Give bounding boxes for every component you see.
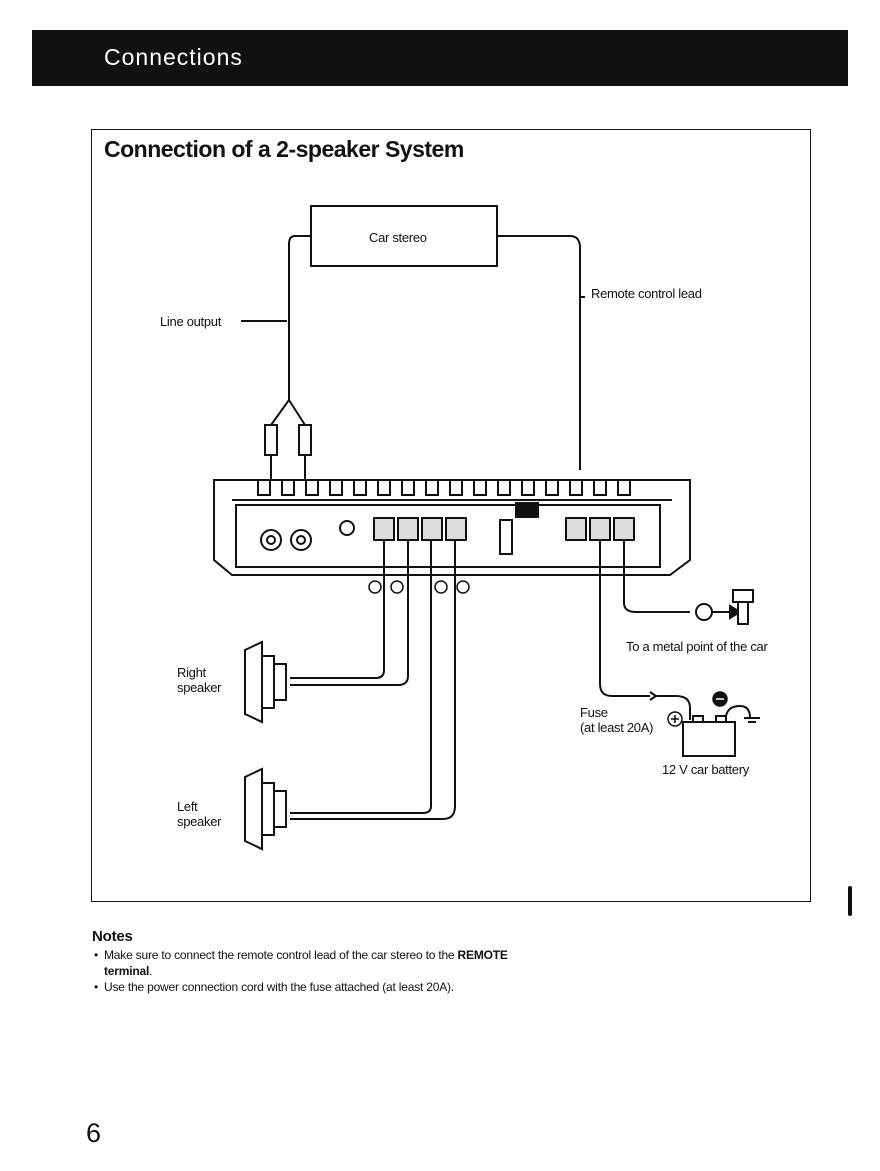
left-speaker-label: Left speaker <box>177 799 222 829</box>
note-item-1: Make sure to connect the remote control … <box>92 947 512 979</box>
power-wire <box>599 540 640 697</box>
left-speaker-wire <box>290 540 432 814</box>
diagram-frame: Connection of a 2-speaker System <box>91 129 811 902</box>
inline-fuse <box>640 691 691 720</box>
note-1-text: Make sure to connect the remote control … <box>104 948 458 962</box>
speaker-terminal-2 <box>397 517 419 541</box>
header-bar: Connections <box>32 30 848 86</box>
note-1-end: . <box>149 964 153 978</box>
plus12v-terminal <box>589 517 611 541</box>
right-speaker-label: Right speaker <box>177 665 222 695</box>
amplifier <box>213 479 691 576</box>
speaker-terminal-4 <box>445 517 467 541</box>
speaker-terminal-3 <box>421 517 443 541</box>
battery-label: 12 V car battery <box>662 762 749 777</box>
ground-bolt-icon <box>695 589 754 625</box>
speaker-terminal-1 <box>373 517 395 541</box>
remote-control-lead-label: Remote control lead <box>591 286 702 301</box>
ground-wire <box>623 540 690 613</box>
metal-point-label: To a metal point of the car <box>626 639 768 654</box>
remote-terminal <box>565 517 587 541</box>
minus-polarity-icon <box>390 580 404 594</box>
margin-mark <box>848 886 852 916</box>
car-stereo-label: Car stereo <box>369 230 427 245</box>
level-knob <box>339 520 355 536</box>
plus-polarity-icon <box>368 580 382 594</box>
notes-title: Notes <box>92 928 133 945</box>
rca-plug-right <box>298 424 312 456</box>
right-speaker-wire <box>290 540 385 679</box>
note-item-2: Use the power connection cord with the f… <box>92 979 512 995</box>
line-output-cable <box>288 235 311 400</box>
left-speaker-icon <box>244 767 263 851</box>
amp-fuse-slot <box>499 519 513 555</box>
plus-polarity-icon <box>456 580 470 594</box>
notes-section: Notes Make sure to connect the remote co… <box>92 928 512 996</box>
remote-lead-cable <box>497 235 581 470</box>
page-number: 6 <box>86 1118 102 1148</box>
line-output-label: Line output <box>160 314 222 329</box>
right-speaker-icon <box>244 640 263 724</box>
fuse-label: Fuse (at least 20A) <box>580 705 654 735</box>
gnd-terminal <box>613 517 635 541</box>
diagram-title: Connection of a 2-speaker System <box>104 136 464 162</box>
rca-plug-left <box>264 424 278 456</box>
section-title: Connections <box>104 44 243 70</box>
note-1-bold: REMOTE terminal <box>104 948 508 978</box>
minus-polarity-icon <box>434 580 448 594</box>
car-battery-icon <box>682 721 736 757</box>
